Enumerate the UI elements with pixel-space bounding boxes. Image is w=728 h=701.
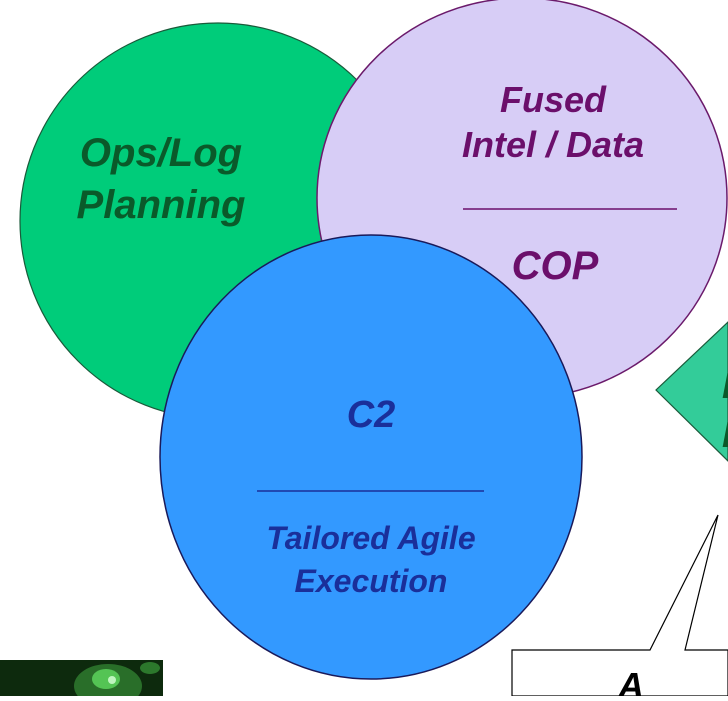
cop-label: COP [512, 244, 599, 288]
ops-log-label: Ops/Log [80, 131, 242, 175]
tailored-agile-label: Tailored Agile [266, 520, 475, 556]
diamond-label-2: I [722, 414, 728, 455]
c2-circle [159, 234, 583, 680]
c2-label: C2 [347, 394, 396, 436]
intel-data-label: Intel / Data [462, 124, 644, 165]
execution-label: Execution [295, 563, 448, 599]
diamond-label-1: I [722, 365, 728, 406]
callout-label: A [617, 665, 644, 696]
fused-label: Fused [500, 79, 607, 120]
thumbnail-image [0, 660, 163, 701]
diamond-shape [655, 321, 728, 462]
planning-label: Planning [77, 183, 246, 227]
